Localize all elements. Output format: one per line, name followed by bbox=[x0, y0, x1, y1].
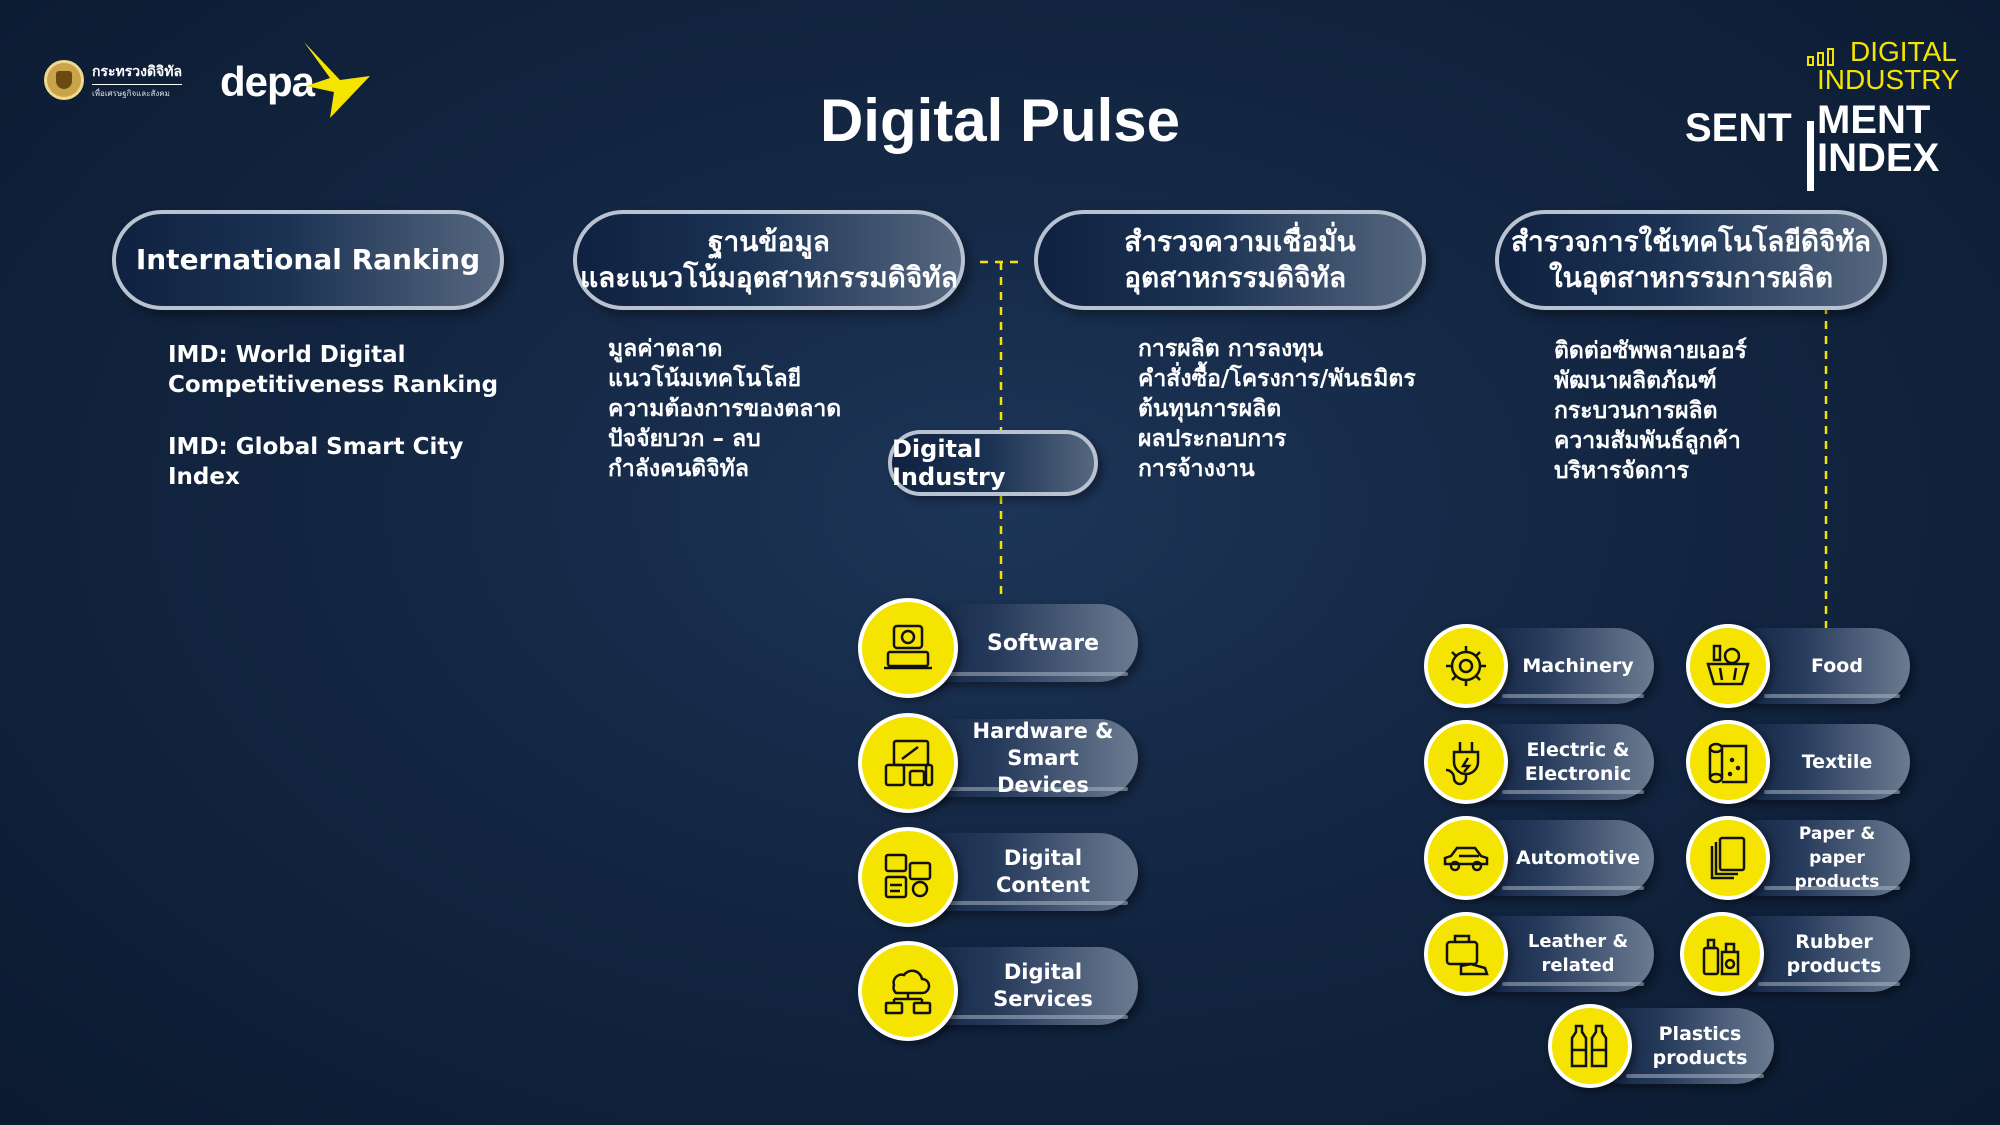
sentiment-index-logo: DIGITAL INDUSTRY SENT MENT INDEX bbox=[1680, 36, 1970, 191]
pill-international-ranking: International Ranking bbox=[112, 210, 504, 310]
plastic-bottles-icon bbox=[1570, 1024, 1608, 1068]
list-item: กำลังคนดิจิทัล bbox=[608, 456, 749, 482]
ministry-emblem-icon bbox=[44, 60, 84, 100]
category-automotive: Automotive bbox=[1424, 816, 1654, 902]
category-textile: Textile bbox=[1686, 720, 1910, 806]
power-plug-icon bbox=[1445, 742, 1480, 786]
list-international-ranking: IMD: World Digital Competitiveness Ranki… bbox=[168, 340, 498, 492]
logo-i-bar-icon bbox=[1807, 121, 1814, 191]
category-label: related bbox=[1541, 955, 1615, 976]
category-label: Software bbox=[987, 630, 1099, 656]
list-spacer bbox=[168, 400, 498, 432]
logo-index-text: INDEX bbox=[1817, 136, 1940, 180]
rubber-bottles-icon bbox=[1702, 938, 1740, 976]
list-item: ความต้องการของตลาด bbox=[608, 396, 842, 422]
category-electric: Electric & Electronic bbox=[1424, 720, 1654, 806]
pill-title-line: ฐานข้อมูล bbox=[708, 225, 830, 258]
list-item: การจ้างงาน bbox=[1138, 456, 1255, 482]
list-item: พัฒนาผลิตภัณฑ์ bbox=[1554, 368, 1717, 394]
category-label: Rubber bbox=[1795, 931, 1873, 953]
list-sentiment: การผลิต การลงทุน คำสั่งซื้อ/โครงการ/พันธ… bbox=[1138, 334, 1416, 484]
list-item: ติดต่อซัพพลายเออร์ bbox=[1554, 338, 1747, 364]
category-digital-services: Digital Services bbox=[858, 941, 1138, 1041]
list-item: IMD: Global Smart City bbox=[168, 434, 464, 460]
category-paper: Paper & paper products bbox=[1686, 816, 1910, 902]
category-rubber: Rubber products bbox=[1680, 912, 1910, 998]
category-plastics: Plastics products bbox=[1548, 1004, 1774, 1090]
pill-technology-survey: สำรวจการใช้เทคโนโลยีดิจิทัล ในอุตสาหกรรม… bbox=[1495, 210, 1887, 310]
category-digital-content: Digital Content bbox=[858, 827, 1138, 927]
ministry-name: กระทรวงดิจิทัล bbox=[92, 61, 183, 85]
ministry-logo: กระทรวงดิจิทัล เพื่อเศรษฐกิจและสังคม bbox=[44, 60, 183, 100]
pill-title-line: และแนวโน้มอุตสาหกรรมดิจิทัล bbox=[580, 261, 958, 294]
bar-chart-icon bbox=[1807, 48, 1834, 66]
category-label: Hardware & bbox=[972, 718, 1114, 743]
pill-title-line: สำรวจความเชื่อมั่น bbox=[1124, 225, 1356, 258]
category-label: Machinery bbox=[1522, 655, 1634, 677]
category-label: Digital Content bbox=[995, 846, 1091, 897]
list-item: แนวโน้มเทคโนโลยี bbox=[608, 366, 802, 392]
category-label: Smart Devices bbox=[997, 745, 1089, 797]
list-item: บริหารจัดการ bbox=[1554, 458, 1689, 484]
category-leather: Leather & related bbox=[1424, 912, 1654, 998]
pill-title-line: ในอุตสาหกรรมการผลิต bbox=[1548, 261, 1834, 294]
category-label: Leather & bbox=[1527, 931, 1629, 952]
content-icon bbox=[884, 853, 932, 899]
depa-wordmark: depa bbox=[220, 58, 315, 105]
category-label: products bbox=[1794, 872, 1880, 892]
logo-ment-text: MENT bbox=[1817, 98, 1931, 142]
list-item: Index bbox=[168, 464, 240, 490]
pill-title-line: สำรวจการใช้เทคโนโลยีดิจิทัล bbox=[1510, 225, 1872, 258]
list-item: ผลประกอบการ bbox=[1138, 426, 1287, 452]
logo-digital-text: DIGITAL bbox=[1850, 36, 1957, 67]
category-label: products bbox=[1786, 955, 1882, 977]
digital-industry-pill: Digital Industry bbox=[888, 430, 1098, 496]
list-database: มูลค่าตลาด แนวโน้มเทคโนโลยี ความต้องการข… bbox=[608, 334, 841, 484]
list-item: Competitiveness Ranking bbox=[168, 372, 499, 398]
list-item: กระบวนการผลิต bbox=[1554, 398, 1718, 424]
logo-industry-text: INDUSTRY bbox=[1817, 64, 1960, 95]
ministry-subtitle: เพื่อเศรษฐกิจและสังคม bbox=[92, 88, 170, 98]
page-title: Digital Pulse bbox=[819, 87, 1181, 154]
pill-sentiment-survey: สำรวจความเชื่อมั่น อุตสาหกรรมดิจิทัล bbox=[1034, 210, 1426, 310]
cloud-network-icon bbox=[884, 969, 932, 1015]
category-hardware: Hardware & Smart Devices bbox=[858, 713, 1138, 813]
category-label: Paper & paper bbox=[1798, 824, 1876, 868]
category-label: Electronic bbox=[1524, 763, 1632, 785]
category-software: Software bbox=[858, 598, 1138, 698]
paper-stack-icon bbox=[1710, 836, 1746, 880]
category-food: Food bbox=[1686, 624, 1910, 710]
logo-sent-text: SENT bbox=[1685, 106, 1792, 150]
category-machinery: Machinery bbox=[1424, 624, 1654, 710]
gears-icon bbox=[1446, 646, 1486, 686]
list-technology: ติดต่อซัพพลายเออร์ พัฒนาผลิตภัณฑ์ กระบวน… bbox=[1554, 336, 1747, 486]
category-label: Plastics bbox=[1658, 1023, 1742, 1045]
car-icon bbox=[1443, 846, 1489, 872]
list-item: ปัจจัยบวก – ลบ bbox=[608, 426, 761, 452]
pill-title-line: International Ranking bbox=[135, 243, 481, 276]
pill-digital-industry-database: ฐานข้อมูล และแนวโน้มอุตสาหกรรมดิจิทัล bbox=[573, 210, 965, 310]
category-label: Food bbox=[1811, 655, 1863, 677]
depa-bird-icon bbox=[304, 42, 370, 118]
category-label: products bbox=[1652, 1047, 1748, 1069]
list-item: ความสัมพันธ์ลูกค้า bbox=[1554, 428, 1741, 454]
grocery-basket-icon bbox=[1706, 644, 1750, 686]
leather-goods-icon bbox=[1445, 934, 1489, 976]
category-label: Electric & bbox=[1526, 739, 1630, 761]
category-label: Automotive bbox=[1515, 847, 1641, 869]
category-label: Textile bbox=[1801, 751, 1873, 773]
list-item: การผลิต การลงทุน bbox=[1138, 336, 1324, 362]
list-item: คำสั่งซื้อ/โครงการ/พันธมิตร bbox=[1138, 366, 1416, 392]
category-label: Digital Services bbox=[993, 960, 1093, 1011]
devices-icon bbox=[884, 739, 934, 787]
fabric-roll-icon bbox=[1708, 742, 1748, 784]
list-item: IMD: World Digital bbox=[168, 342, 406, 368]
list-item: ต้นทุนการผลิต bbox=[1138, 396, 1282, 422]
list-item: มูลค่าตลาด bbox=[608, 336, 723, 362]
camera-laptop-icon bbox=[884, 624, 932, 670]
pill-title-line: อุตสาหกรรมดิจิทัล bbox=[1124, 261, 1347, 294]
